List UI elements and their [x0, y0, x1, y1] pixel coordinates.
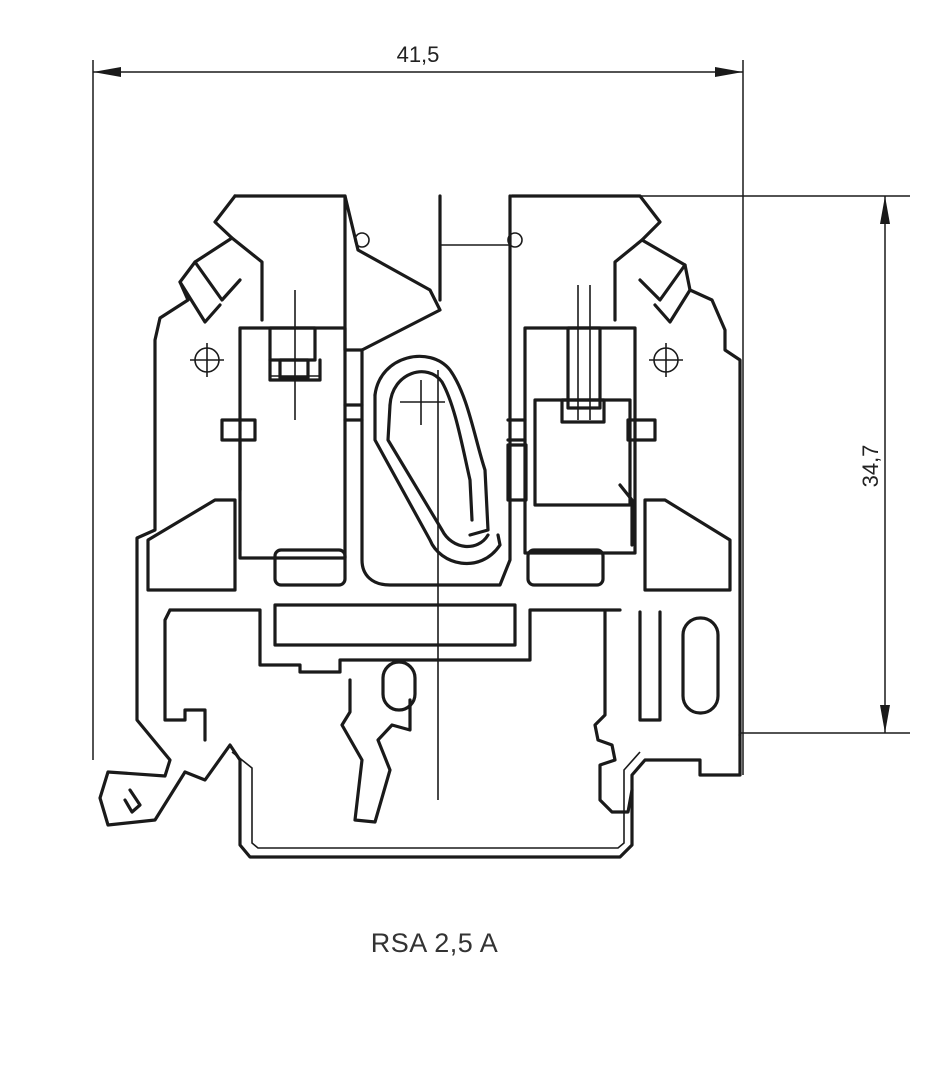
- right-clamp: [506, 285, 657, 555]
- right-cross-mark: [649, 343, 683, 377]
- center-spring: [343, 194, 523, 800]
- height-dimension: 34,7: [510, 195, 910, 734]
- width-label: 41,5: [397, 42, 440, 67]
- height-label: 34,7: [858, 445, 883, 488]
- housing-outline: [98, 194, 742, 859]
- width-dimension: 41,5: [92, 42, 744, 775]
- model-caption: RSA 2,5 A: [370, 928, 499, 958]
- lower-cavities: [123, 498, 732, 824]
- left-clamp: [220, 290, 364, 560]
- left-cross-mark: [190, 343, 224, 377]
